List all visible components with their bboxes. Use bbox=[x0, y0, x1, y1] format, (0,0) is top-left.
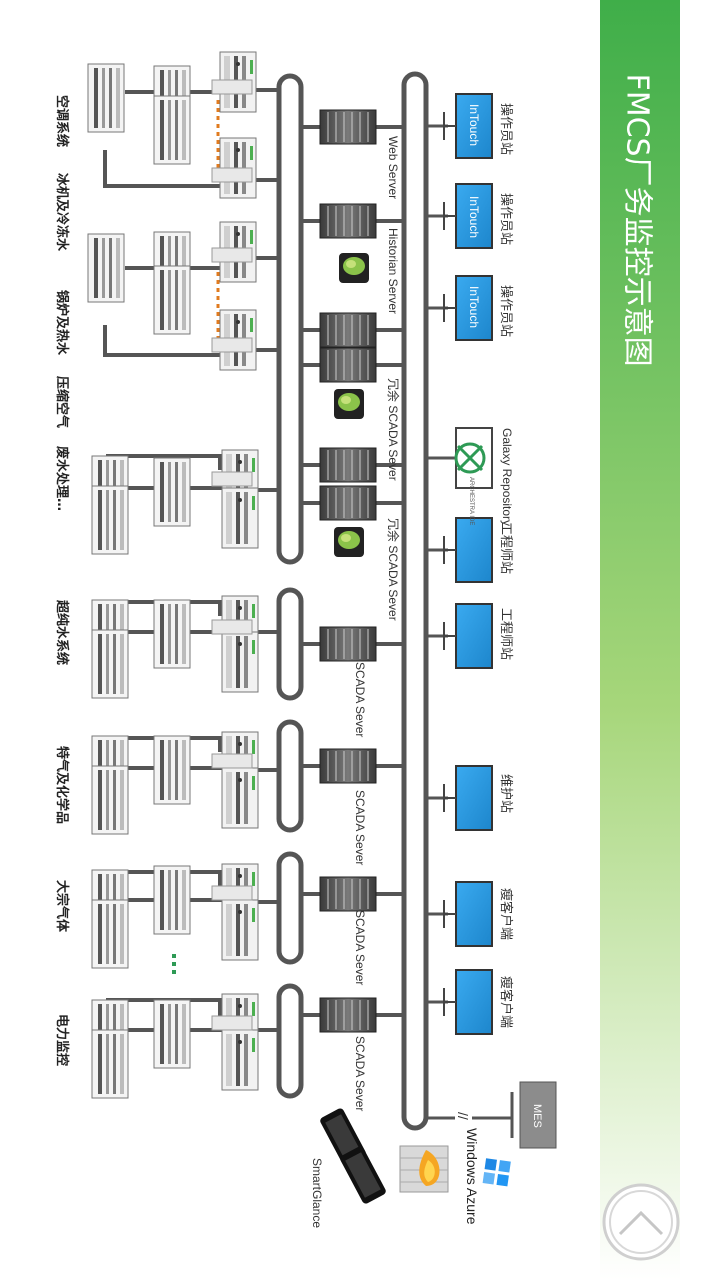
historian-client-icon bbox=[399, 1145, 449, 1193]
historian-app-icon bbox=[339, 253, 369, 283]
subsystem-label: 空调系统 bbox=[54, 95, 70, 147]
scada-server-icon bbox=[319, 876, 377, 912]
field-group-boiler bbox=[87, 221, 279, 371]
bus-segment-2 bbox=[276, 719, 304, 833]
galaxy-repository-icon bbox=[448, 427, 493, 489]
subsystem-label: 废水处理… bbox=[54, 446, 70, 511]
field-group-bulk-gas bbox=[91, 863, 279, 974]
windows-azure-logo bbox=[482, 1158, 511, 1187]
chevron-up-icon bbox=[618, 1210, 664, 1236]
scada-redundant-server-icon bbox=[319, 447, 377, 521]
scada-server-icon bbox=[319, 997, 377, 1033]
server-label: Web Server bbox=[386, 136, 400, 199]
subsystem-label: 电力监控 bbox=[54, 1014, 70, 1066]
smartglance-label: SmartGlance bbox=[310, 1158, 324, 1228]
upper-bus bbox=[276, 73, 304, 565]
subsystem-label: 大宗气体 bbox=[54, 880, 70, 933]
mes-box: MES bbox=[519, 1081, 557, 1149]
subsystem-label: 压缩空气 bbox=[54, 376, 70, 428]
title-banner bbox=[600, 0, 680, 1280]
maintenance-station-monitor bbox=[443, 765, 493, 831]
scada-app-icon bbox=[334, 527, 364, 557]
server-label: 冗余 SCADA Sever bbox=[386, 518, 401, 621]
station-label: 工程师站 bbox=[498, 608, 513, 660]
subsystem-label: 特气及化学品 bbox=[54, 746, 70, 824]
field-group-ultrapure-water bbox=[91, 595, 279, 699]
station-label: 操作员站 bbox=[498, 285, 514, 337]
intouch-text: InTouch bbox=[467, 286, 481, 328]
archestra-text: ARCHESTRA IDE bbox=[468, 477, 474, 525]
subsystem-label: 超纯水系统 bbox=[54, 600, 70, 665]
station-label: 瘦客户端 bbox=[498, 976, 514, 1028]
field-group-hvac bbox=[87, 51, 279, 199]
scroll-up-button[interactable] bbox=[602, 1183, 680, 1261]
server-label: 冗余 SCADA Sever bbox=[386, 378, 401, 481]
subsystem-label: 冰机及冷冻水 bbox=[54, 173, 70, 252]
server-label: Historian Server bbox=[386, 228, 400, 314]
mes-label: MES bbox=[531, 1104, 543, 1128]
station-label: 瘦客户端 bbox=[498, 888, 514, 940]
server-label: SCADA Sever bbox=[353, 910, 367, 985]
field-group-wastewater bbox=[91, 449, 279, 555]
engineer-station-monitor bbox=[443, 517, 493, 583]
station-label: 工程师站 bbox=[498, 522, 513, 574]
galaxy-repository-label: Galaxy Repository bbox=[500, 428, 514, 526]
bus-segment-1 bbox=[276, 587, 304, 701]
windows-azure-label: Windows Azure bbox=[464, 1128, 480, 1225]
scada-redundant-server-icon bbox=[319, 312, 377, 383]
scada-server-icon bbox=[319, 626, 377, 662]
station-label: 操作员站 bbox=[498, 103, 514, 155]
historian-server-icon bbox=[319, 203, 377, 239]
thin-client-monitor bbox=[443, 969, 493, 1035]
link-break-mark: // bbox=[455, 1112, 471, 1120]
station-label: 维护站 bbox=[498, 774, 513, 813]
backbone-bus bbox=[401, 71, 429, 1131]
bus-segment-3 bbox=[276, 851, 304, 965]
station-label: 操作员站 bbox=[498, 193, 514, 245]
page-title: FMCS厂务监控示意图 bbox=[620, 73, 655, 366]
server-label: SCADA Sever bbox=[353, 662, 367, 737]
web-server-icon bbox=[319, 109, 377, 145]
thin-client-monitor bbox=[443, 881, 493, 947]
field-group-power bbox=[91, 993, 279, 1099]
server-label: SCADA Sever bbox=[353, 1036, 367, 1111]
ellipsis-dots bbox=[172, 954, 176, 974]
scada-server-icon bbox=[319, 748, 377, 784]
engineer-station-monitor bbox=[443, 603, 493, 669]
intouch-text: InTouch bbox=[467, 196, 481, 238]
scada-app-icon bbox=[334, 389, 364, 419]
intouch-text: InTouch bbox=[467, 104, 481, 146]
bus-segment-4 bbox=[276, 983, 304, 1099]
field-group-specialty-gas bbox=[91, 731, 279, 835]
smartglance-phone-icon bbox=[320, 1108, 386, 1204]
server-label: SCADA Sever bbox=[353, 790, 367, 865]
subsystem-label: 锅炉及热水 bbox=[54, 290, 70, 356]
